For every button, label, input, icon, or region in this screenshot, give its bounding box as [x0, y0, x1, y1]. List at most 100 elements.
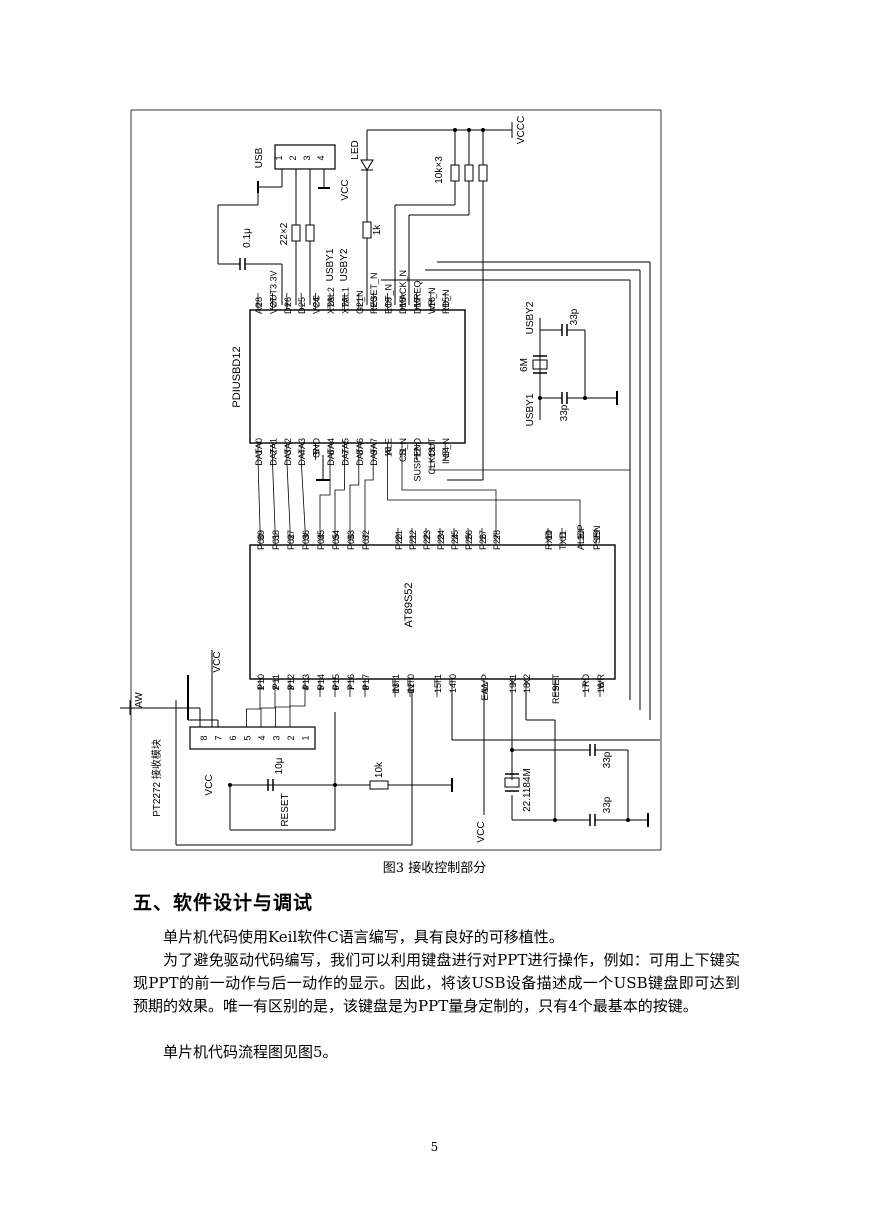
pt2272-label: PT2272 接收模块 — [150, 739, 163, 817]
pin-name: GND — [312, 438, 322, 459]
vccc-label: VCCC — [516, 116, 527, 144]
svg-text:33p: 33p — [602, 751, 613, 768]
pin-name: DATA3 — [297, 438, 307, 466]
usby2-label: USBY2 — [339, 248, 350, 281]
pin-name: RD — [581, 674, 591, 687]
pin-number: 4 — [297, 449, 307, 454]
pin-name: RESET_N — [369, 272, 379, 314]
pin-number: 28 — [254, 297, 264, 307]
pin-number: 6 — [228, 735, 238, 740]
pin-number: 10 — [384, 447, 394, 457]
pin-number: 4 — [257, 735, 267, 740]
crystal-22m-label: 22.1184M — [522, 768, 533, 812]
pin-number: 21 — [394, 530, 404, 540]
pin-number: 11 — [398, 447, 408, 456]
pin-number: 8 — [199, 735, 209, 740]
pin-name: PSEN — [592, 525, 602, 550]
res-10k-label: 10k — [374, 761, 385, 778]
pin-name: T0 — [448, 674, 458, 685]
pin-name: P05 — [331, 534, 341, 550]
pin-name: D+ — [283, 302, 293, 314]
pin-name: T1 — [433, 674, 443, 685]
pin-name: P22 — [422, 534, 432, 550]
pin-number: 24 — [436, 530, 446, 540]
pin-number: 31 — [480, 683, 490, 693]
pin-name: INT_N — [441, 438, 451, 464]
mcu-crystal: 22.1184M 33p 33p VCC — [476, 690, 649, 843]
pin-number: 3 — [272, 735, 282, 740]
pin-name: D- — [297, 305, 307, 315]
pin-name: P03 — [301, 534, 311, 550]
pin-name: WR_N — [427, 288, 437, 315]
schematic-frame — [130, 109, 662, 851]
pin-name: EOT_N — [384, 284, 394, 314]
pin-number: 13 — [391, 683, 401, 693]
pin-name: P02 — [286, 534, 296, 550]
svg-text:2: 2 — [288, 155, 298, 160]
pin-number: 29 — [592, 530, 602, 540]
reset-circuit: VCC 10μ 10k RESET — [204, 712, 453, 831]
pin-number: 6 — [331, 685, 341, 690]
figure-caption: 图3 接收控制部分 — [382, 861, 487, 876]
pin-number: 11 — [558, 530, 568, 539]
pin-number: 14 — [448, 683, 458, 693]
svg-text:USBY2: USBY2 — [525, 301, 536, 334]
pin-number: 24 — [312, 297, 322, 307]
pin-name: P10 — [256, 674, 266, 690]
pin-name: WR — [596, 674, 606, 689]
pin-name: ALE — [384, 438, 394, 455]
cap-0.1u-label: 0.1μ — [242, 228, 253, 248]
svg-text:33p: 33p — [602, 796, 613, 813]
led-indicator: LED 1k — [350, 129, 512, 305]
pdiusbd12-name: PDIUSBD12 — [231, 346, 243, 407]
pin-name: P00 — [256, 534, 266, 550]
pin-number: 2 — [268, 449, 278, 454]
pin-name: DATA1 — [268, 438, 278, 466]
pin-name: P07 — [361, 534, 371, 550]
pin-name: P16 — [346, 674, 356, 690]
pin-name: P21 — [408, 534, 418, 550]
pin-number: 5 — [243, 735, 253, 740]
pin-number: 9 — [551, 685, 561, 690]
usb-crystal-6m: 6M USBY2 USBY1 33p 33p — [519, 301, 618, 426]
pin-name: P26 — [478, 534, 488, 550]
pin-number: 19 — [508, 683, 518, 693]
pin-number: 2 — [286, 735, 296, 740]
pin-name: SUSPEND — [412, 438, 422, 482]
pin-number: 7 — [346, 685, 356, 690]
pin-name: DATA7 — [369, 438, 379, 466]
pin-name: P20 — [394, 534, 404, 550]
pin-number: 26 — [283, 297, 293, 307]
res-10kx3-label: 10k×3 — [434, 156, 445, 184]
pin-number: 23 — [326, 297, 336, 307]
pin-number: 18 — [398, 297, 408, 307]
section-heading: 五、软件设计与调试 — [133, 892, 314, 914]
receiver-control-schematic: USB 1 2 3 4 VCC 0.1μ 22×2 USBY1 USBY2 — [120, 109, 662, 851]
svg-text:VCC: VCC — [204, 774, 215, 795]
usb-label: USB — [254, 147, 265, 168]
pin-number: 6 — [326, 449, 336, 454]
svg-text:33p: 33p — [569, 308, 580, 325]
pin-number: 23 — [422, 530, 432, 540]
pin-number: 28 — [492, 530, 502, 540]
pin-name: VOUT3.3V — [268, 270, 278, 314]
pin-name: X2 — [522, 674, 532, 685]
pin-number: 25 — [450, 530, 460, 540]
pin-number: 32 — [361, 530, 371, 540]
pin-number: 16 — [596, 683, 606, 693]
res-1k-label: 1k — [372, 224, 383, 236]
pin-name: TXD — [558, 531, 568, 550]
pin-number: 22 — [408, 530, 418, 540]
pin-number: 27 — [268, 297, 278, 307]
pin-name: INT0 — [406, 674, 416, 694]
pin-name: P13 — [301, 674, 311, 690]
pin-name: A0 — [254, 303, 264, 314]
pin-number: 38 — [271, 530, 281, 540]
page-number: 5 — [430, 1140, 439, 1154]
data-bus — [257, 459, 630, 529]
usby1-label: USBY1 — [325, 248, 336, 281]
pin-number: 12 — [412, 447, 422, 457]
pin-name: P17 — [361, 674, 371, 690]
pin-name: P27 — [492, 534, 502, 550]
